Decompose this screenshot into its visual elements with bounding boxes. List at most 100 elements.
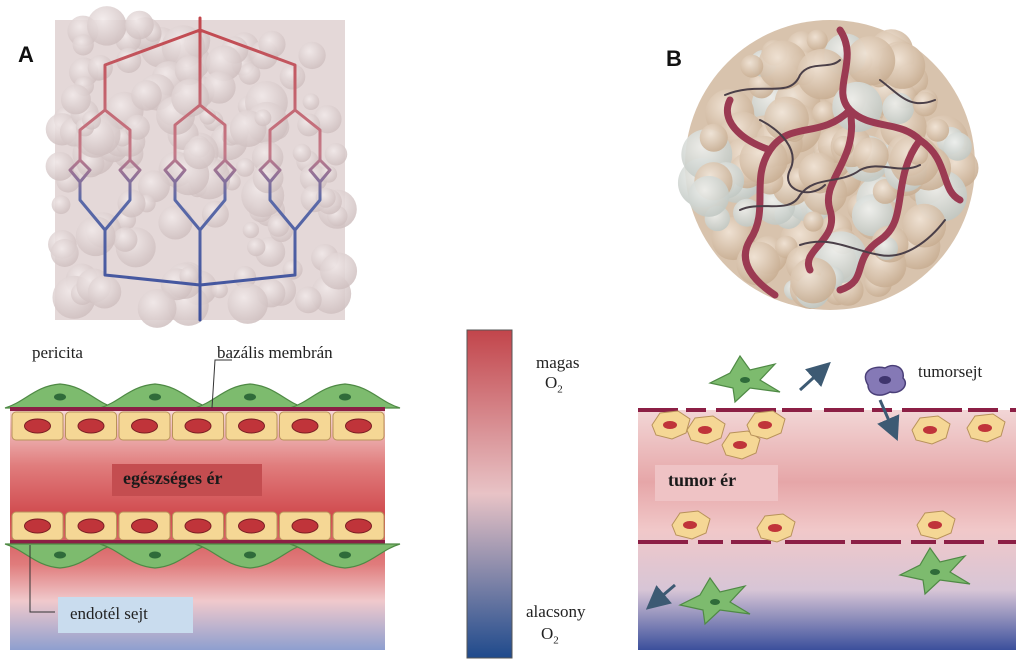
endothelial-nucleus bbox=[77, 518, 105, 534]
tissue-cell bbox=[211, 281, 228, 299]
tissue-cell bbox=[158, 205, 193, 240]
tissue-cell bbox=[254, 109, 272, 127]
basal-membrane-pointer bbox=[211, 359, 232, 409]
tissue-cell bbox=[45, 151, 75, 181]
detached-pericyte-nucleus bbox=[740, 377, 750, 383]
pericyte-nucleus bbox=[339, 393, 351, 401]
pericyte-nucleus bbox=[54, 393, 66, 401]
tissue-cell bbox=[292, 143, 312, 163]
endothelial-nucleus bbox=[184, 418, 212, 434]
tissue-cell bbox=[320, 252, 358, 290]
tumor-tissue-cell bbox=[758, 40, 808, 90]
scale-low-label: alacsony bbox=[526, 602, 586, 621]
tissue-cell bbox=[87, 275, 122, 309]
tumor-tissue-cell bbox=[803, 211, 824, 232]
endothelial-nucleus bbox=[238, 518, 265, 534]
tumor-endothelial-nucleus bbox=[768, 524, 782, 532]
scale-low-o2: O2 bbox=[541, 624, 559, 647]
pericyte-nucleus bbox=[244, 393, 256, 401]
oxygen-scale-bar bbox=[466, 329, 513, 659]
tissue-cell bbox=[199, 108, 217, 125]
migration-arrow-up bbox=[798, 361, 831, 392]
tumor-tissue-cell bbox=[806, 29, 828, 51]
endothelial-cell-label: endotél sejt bbox=[70, 604, 148, 623]
tissue-cell bbox=[297, 113, 321, 137]
tumor-vessel-label: tumor ér bbox=[668, 470, 737, 490]
tissue-cell bbox=[238, 63, 261, 85]
tumor-tissue-cell bbox=[902, 203, 947, 248]
tumor-tissue-cell bbox=[912, 91, 938, 117]
tissue-cell bbox=[235, 158, 255, 177]
endothelial-nucleus bbox=[238, 418, 265, 434]
tissue-cell bbox=[117, 189, 146, 218]
tumor-cell-label: tumorsejt bbox=[918, 362, 983, 381]
endothelial-nucleus bbox=[77, 418, 105, 434]
tumor-tissue-cell bbox=[882, 92, 915, 125]
tumor-vasculature bbox=[723, 26, 964, 299]
pericyte-nucleus bbox=[54, 551, 66, 559]
tumor-cell-nucleus bbox=[879, 376, 891, 384]
tissue-cell bbox=[203, 71, 236, 104]
pericyte-nucleus bbox=[149, 393, 161, 401]
tumor-endothelial-nucleus bbox=[698, 426, 712, 434]
tissue-cell bbox=[72, 34, 94, 56]
tumor-mass bbox=[677, 20, 979, 310]
panel-label-a: A bbox=[18, 42, 34, 67]
tissue-cell bbox=[267, 215, 290, 237]
tissue-cell bbox=[258, 30, 286, 58]
endothelial-nucleus bbox=[184, 518, 212, 534]
tissue-cell bbox=[233, 265, 257, 289]
pericyte-nucleus bbox=[339, 551, 351, 559]
scale-high-o2: O2 bbox=[545, 373, 563, 396]
tissue-cell bbox=[298, 41, 326, 70]
tissue-cell bbox=[279, 63, 306, 90]
tissue-cell bbox=[294, 286, 322, 314]
tissue-cell bbox=[87, 6, 127, 46]
tumor-vessel bbox=[638, 354, 1016, 650]
endothelial-nucleus bbox=[131, 418, 158, 434]
tissue-cell bbox=[51, 195, 71, 215]
endothelial-pointer bbox=[29, 545, 55, 613]
basal-membrane-label: bazális membrán bbox=[217, 343, 333, 362]
endothelial-nucleus bbox=[345, 418, 372, 434]
endothelial-nucleus bbox=[291, 418, 319, 434]
tumor-vessel-label-box bbox=[655, 465, 778, 501]
endothelial-nucleus bbox=[131, 518, 158, 534]
tissue-cell bbox=[112, 227, 138, 252]
healthy-label-box bbox=[112, 464, 262, 496]
pericyte-nucleus bbox=[244, 551, 256, 559]
panel-label-b: B bbox=[666, 46, 682, 71]
intravasation-arrow bbox=[877, 399, 900, 442]
endothelial-nucleus bbox=[24, 418, 51, 434]
tissue-cell bbox=[87, 55, 113, 81]
endothelial-label-box bbox=[58, 597, 193, 633]
healthy-vascular-tree bbox=[68, 16, 332, 322]
tissue-cell bbox=[131, 80, 162, 111]
pericyte-label: pericita bbox=[32, 343, 83, 362]
tissue-cell bbox=[302, 93, 320, 111]
tumor-endothelial-nucleus bbox=[978, 424, 992, 432]
tissue-cell bbox=[60, 84, 91, 115]
tumor-endothelial-nucleus bbox=[683, 521, 697, 529]
tissue-cell bbox=[138, 170, 170, 203]
endothelial-nucleus bbox=[24, 518, 51, 534]
tumor-tissue-cell bbox=[790, 257, 837, 304]
tissue-cell bbox=[247, 237, 266, 257]
detached-pericyte-nucleus bbox=[710, 599, 720, 605]
migration-arrow-down bbox=[645, 583, 676, 610]
tumor-tissue-cell bbox=[853, 137, 889, 173]
tumor-tissue-cell bbox=[688, 175, 730, 217]
tissue-cell bbox=[183, 137, 215, 170]
tumor-tissue-cell bbox=[740, 54, 764, 78]
healthy-vessel-label: egészséges ér bbox=[123, 468, 223, 488]
tumor-endothelial-nucleus bbox=[663, 421, 677, 429]
tumor-tissue-cell bbox=[812, 101, 837, 126]
tumor-endothelial-nucleus bbox=[923, 426, 937, 434]
tumor-tissue-cell bbox=[851, 194, 894, 237]
tissue-cell bbox=[227, 283, 268, 324]
tissue-cell bbox=[242, 221, 260, 239]
tumor-tissue-cell bbox=[926, 118, 950, 142]
endothelial-nucleus bbox=[291, 518, 319, 534]
tissue-cell bbox=[137, 289, 177, 328]
